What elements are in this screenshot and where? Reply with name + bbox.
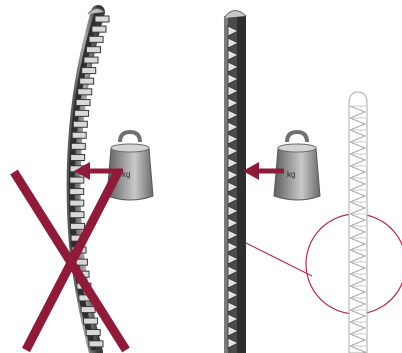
straight-rack-tooth bbox=[227, 301, 239, 313]
straight-rack-tooth bbox=[227, 49, 239, 61]
bent-rack-tooth bbox=[81, 67, 97, 75]
bent-rack-tooth bbox=[69, 188, 85, 196]
bent-rack-tooth bbox=[69, 211, 85, 219]
bent-rack-tooth bbox=[71, 131, 87, 139]
bent-rack-tooth bbox=[94, 15, 110, 23]
bent-rack-tooth bbox=[69, 222, 85, 230]
straight-rack-tooth bbox=[227, 109, 239, 121]
rack-outline-tooth bbox=[349, 201, 367, 215]
straight-rack-tooth bbox=[227, 277, 239, 289]
bent-rack-tooth bbox=[74, 109, 90, 117]
push-arrow-left bbox=[74, 162, 123, 180]
rack-outline-tooth bbox=[349, 177, 367, 191]
rack-outline-tooth bbox=[349, 213, 367, 227]
straight-rack-tooth bbox=[227, 181, 239, 193]
bent-rack-tooth bbox=[83, 317, 99, 325]
rack-outline-tooth bbox=[349, 141, 367, 155]
rack-outline-tooth bbox=[349, 285, 367, 299]
straight-rack-teeth bbox=[227, 25, 239, 349]
bent-rack-tooth bbox=[80, 306, 96, 314]
rack-outline-tooth bbox=[349, 261, 367, 275]
bent-rack bbox=[66, 5, 110, 353]
rack-outline-tooth bbox=[349, 321, 367, 335]
rack-outline-teeth bbox=[349, 105, 367, 353]
rack-outline-tooth bbox=[349, 297, 367, 311]
straight-rack-tooth bbox=[227, 217, 239, 229]
bent-rack-tooth bbox=[75, 99, 91, 107]
straight-rack-tooth bbox=[227, 325, 239, 337]
bent-rack-tooth bbox=[88, 340, 104, 348]
bent-rack-tooth bbox=[85, 329, 101, 337]
rack-outline-tooth bbox=[349, 333, 367, 347]
straight-rack-tooth bbox=[227, 61, 239, 73]
rack-outline-tooth bbox=[349, 165, 367, 179]
rack-outline-tooth bbox=[349, 273, 367, 287]
straight-rack-tooth bbox=[227, 169, 239, 181]
rack-outline-tooth bbox=[349, 189, 367, 203]
bent-rack-tooth bbox=[69, 199, 85, 207]
bent-rack-tooth bbox=[70, 154, 86, 162]
bent-rack-tooth bbox=[85, 46, 101, 54]
rack-outline-tooth bbox=[349, 309, 367, 323]
push-arrow-right bbox=[243, 162, 284, 180]
rack-outline-tooth bbox=[349, 129, 367, 143]
straight-rack-tooth bbox=[227, 73, 239, 85]
straight-rack-tooth bbox=[227, 313, 239, 325]
straight-rack-tooth bbox=[227, 85, 239, 97]
straight-rack-tooth bbox=[227, 157, 239, 169]
bent-rack-tooth bbox=[70, 142, 86, 150]
straight-rack-tooth bbox=[227, 337, 239, 349]
straight-rack-tooth bbox=[227, 289, 239, 301]
bent-rack-teeth bbox=[69, 15, 110, 348]
straight-rack-tooth bbox=[227, 133, 239, 145]
bent-rack-tooth bbox=[83, 56, 99, 64]
weight-left: kg bbox=[106, 129, 154, 201]
straight-rack-tooth bbox=[227, 241, 239, 253]
straight-rack-tooth bbox=[227, 121, 239, 133]
bent-rack-tooth bbox=[91, 25, 107, 33]
rack-outline-tooth bbox=[349, 225, 367, 239]
cross-out-mark bbox=[10, 169, 130, 353]
rack-outline-detail bbox=[348, 91, 368, 353]
straight-rack-tooth bbox=[227, 253, 239, 265]
rack-outline-tooth bbox=[349, 345, 367, 353]
weight-right-label: kg bbox=[287, 170, 295, 179]
straight-rack-tooth bbox=[227, 97, 239, 109]
weight-right: kg bbox=[273, 129, 321, 201]
rack-outline-tooth bbox=[349, 105, 367, 119]
straight-rack-tooth bbox=[227, 37, 239, 49]
bent-rack-tooth bbox=[69, 176, 85, 184]
weight-left-label: kg bbox=[122, 170, 130, 179]
detail-callout bbox=[245, 213, 402, 315]
bent-rack-tooth bbox=[88, 35, 104, 43]
rack-outline-tooth bbox=[349, 237, 367, 251]
rack-outline-tooth bbox=[349, 153, 367, 167]
straight-rack-tooth bbox=[227, 193, 239, 205]
bent-rack-tooth bbox=[77, 88, 93, 96]
straight-rack-tooth bbox=[227, 265, 239, 277]
straight-rack-tooth bbox=[227, 205, 239, 217]
rack-outline-tooth bbox=[349, 249, 367, 263]
bent-rack-tooth bbox=[72, 120, 88, 128]
rack-outline-tooth bbox=[349, 117, 367, 131]
straight-rack-tooth bbox=[227, 145, 239, 157]
straight-rack bbox=[223, 10, 247, 353]
straight-rack-tooth bbox=[227, 25, 239, 37]
straight-rack-tooth bbox=[227, 229, 239, 241]
bent-rack-tooth bbox=[79, 77, 95, 85]
